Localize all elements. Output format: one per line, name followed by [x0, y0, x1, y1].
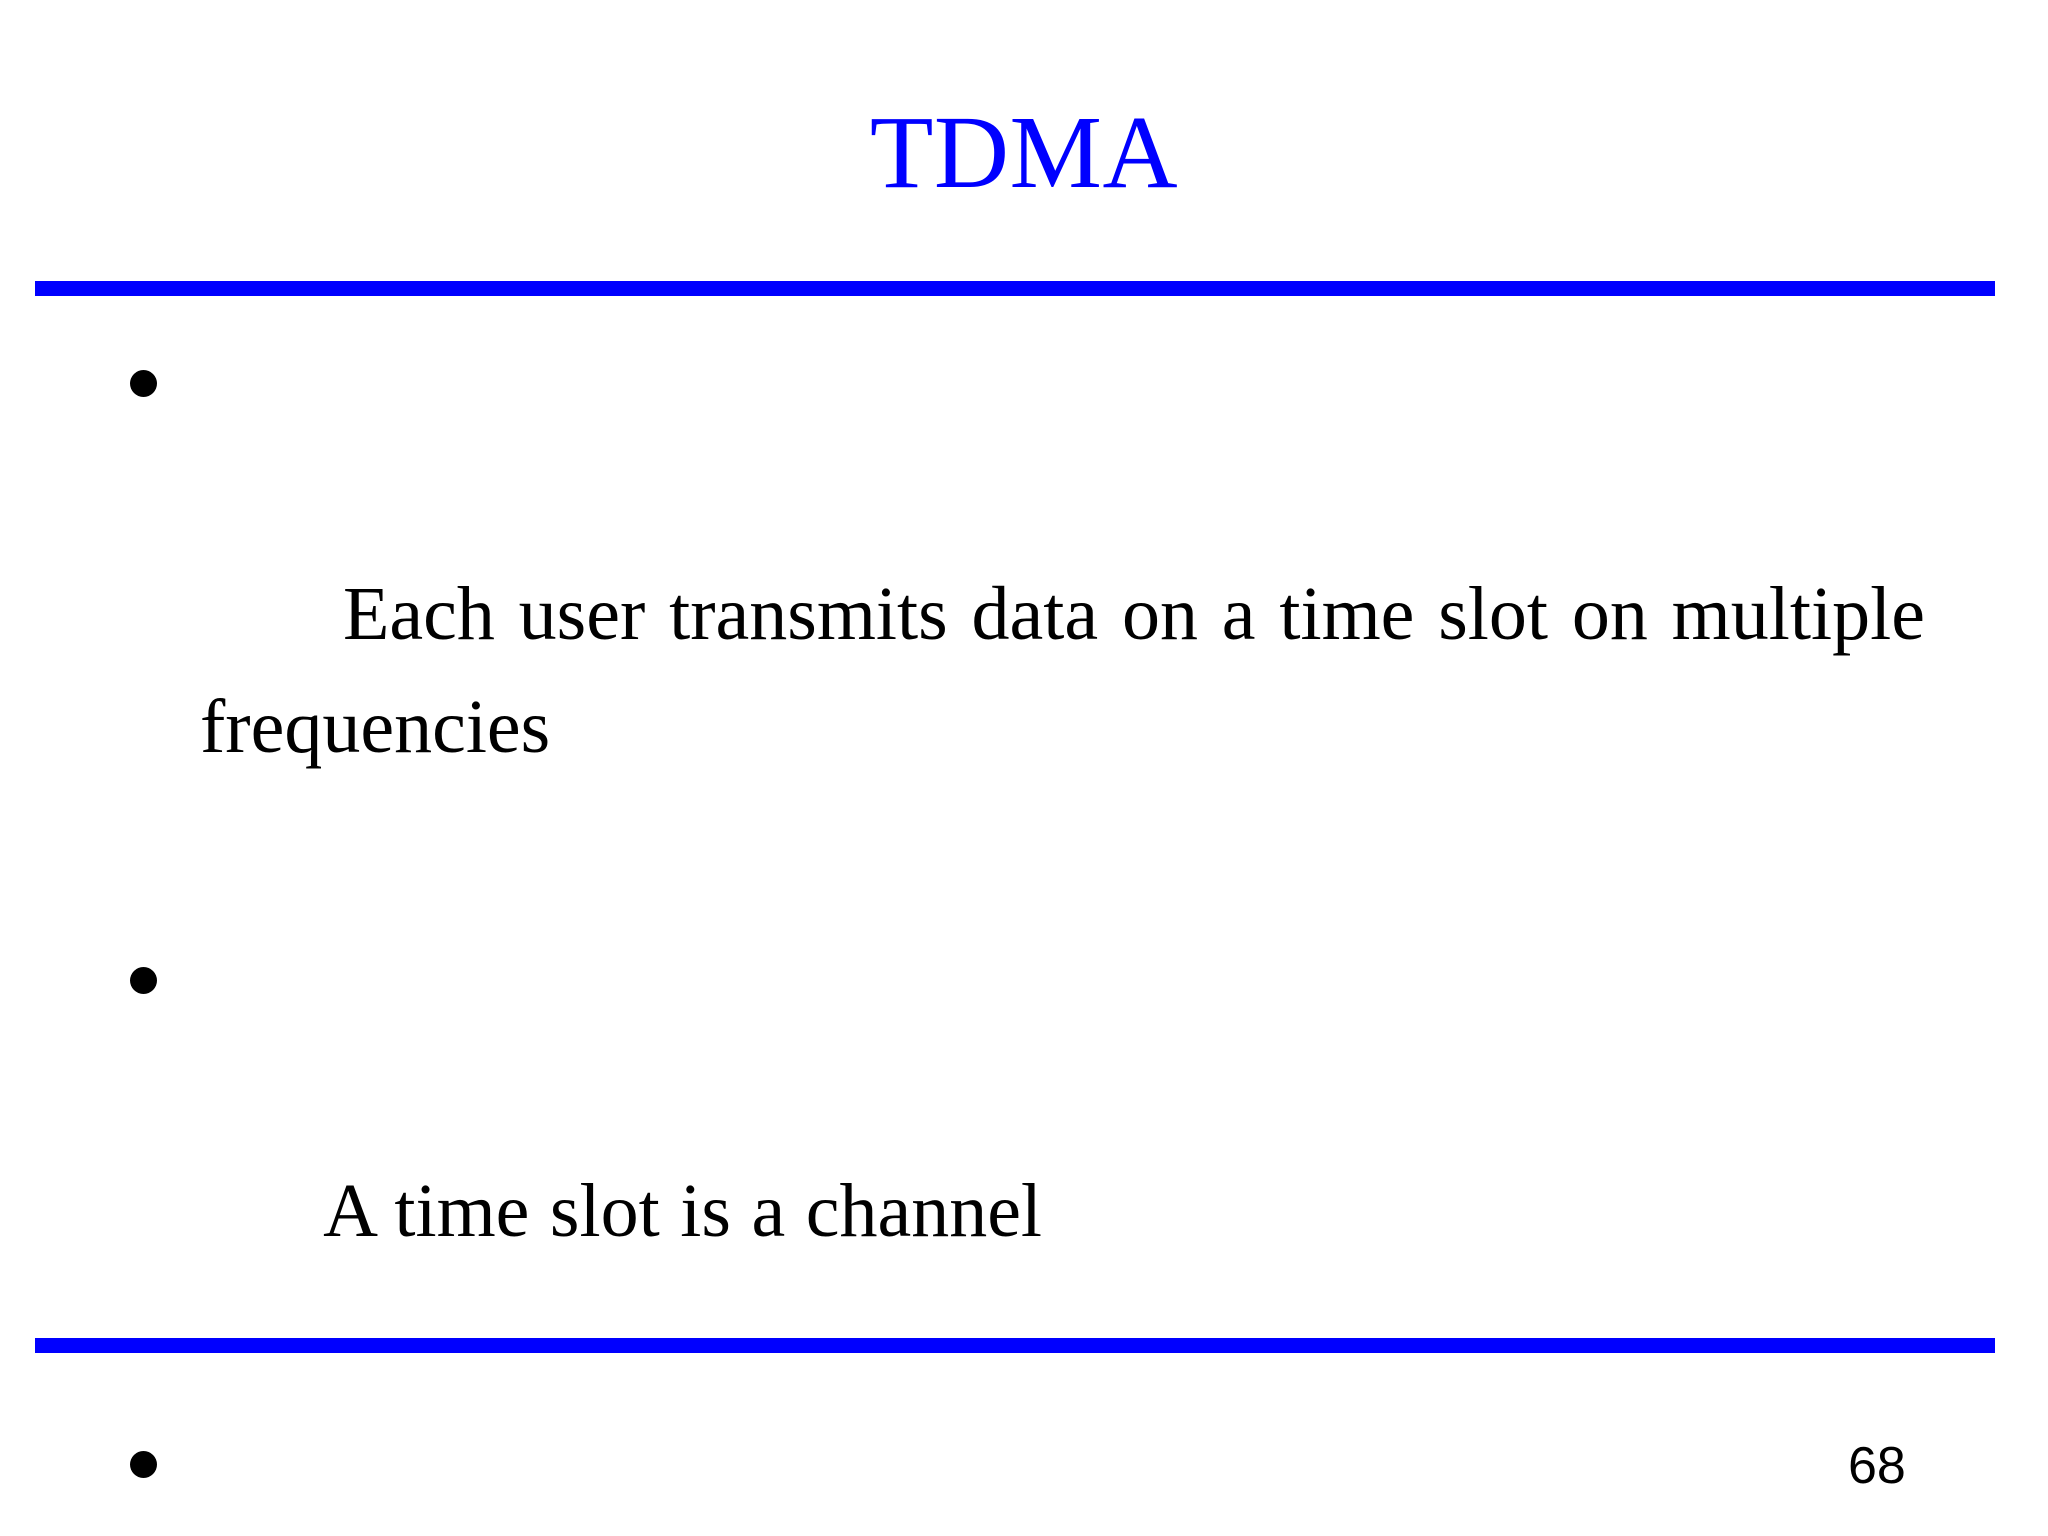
list-item-label: Each user transmits data on a time slot …: [200, 572, 1946, 769]
bullet-dot-icon: [130, 370, 157, 397]
list-item: A user sends data at an accelerated rate…: [110, 1413, 1925, 1536]
list-item: Each user transmits data on a time slot …: [110, 332, 1925, 897]
title-divider-rule-top: [35, 281, 1995, 296]
bullet-dot-icon: [130, 967, 157, 994]
bullet-list: Each user transmits data on a time slot …: [110, 332, 1925, 1536]
page-title: TDMA: [869, 95, 1179, 210]
footer-divider-rule-bottom: [35, 1338, 1995, 1353]
list-item-label: A time slot is a channel: [323, 1169, 1043, 1253]
bullet-dot-icon: [130, 1451, 157, 1478]
list-item: A time slot is a channel: [110, 929, 1925, 1381]
page-number: 68: [1848, 1437, 1906, 1495]
